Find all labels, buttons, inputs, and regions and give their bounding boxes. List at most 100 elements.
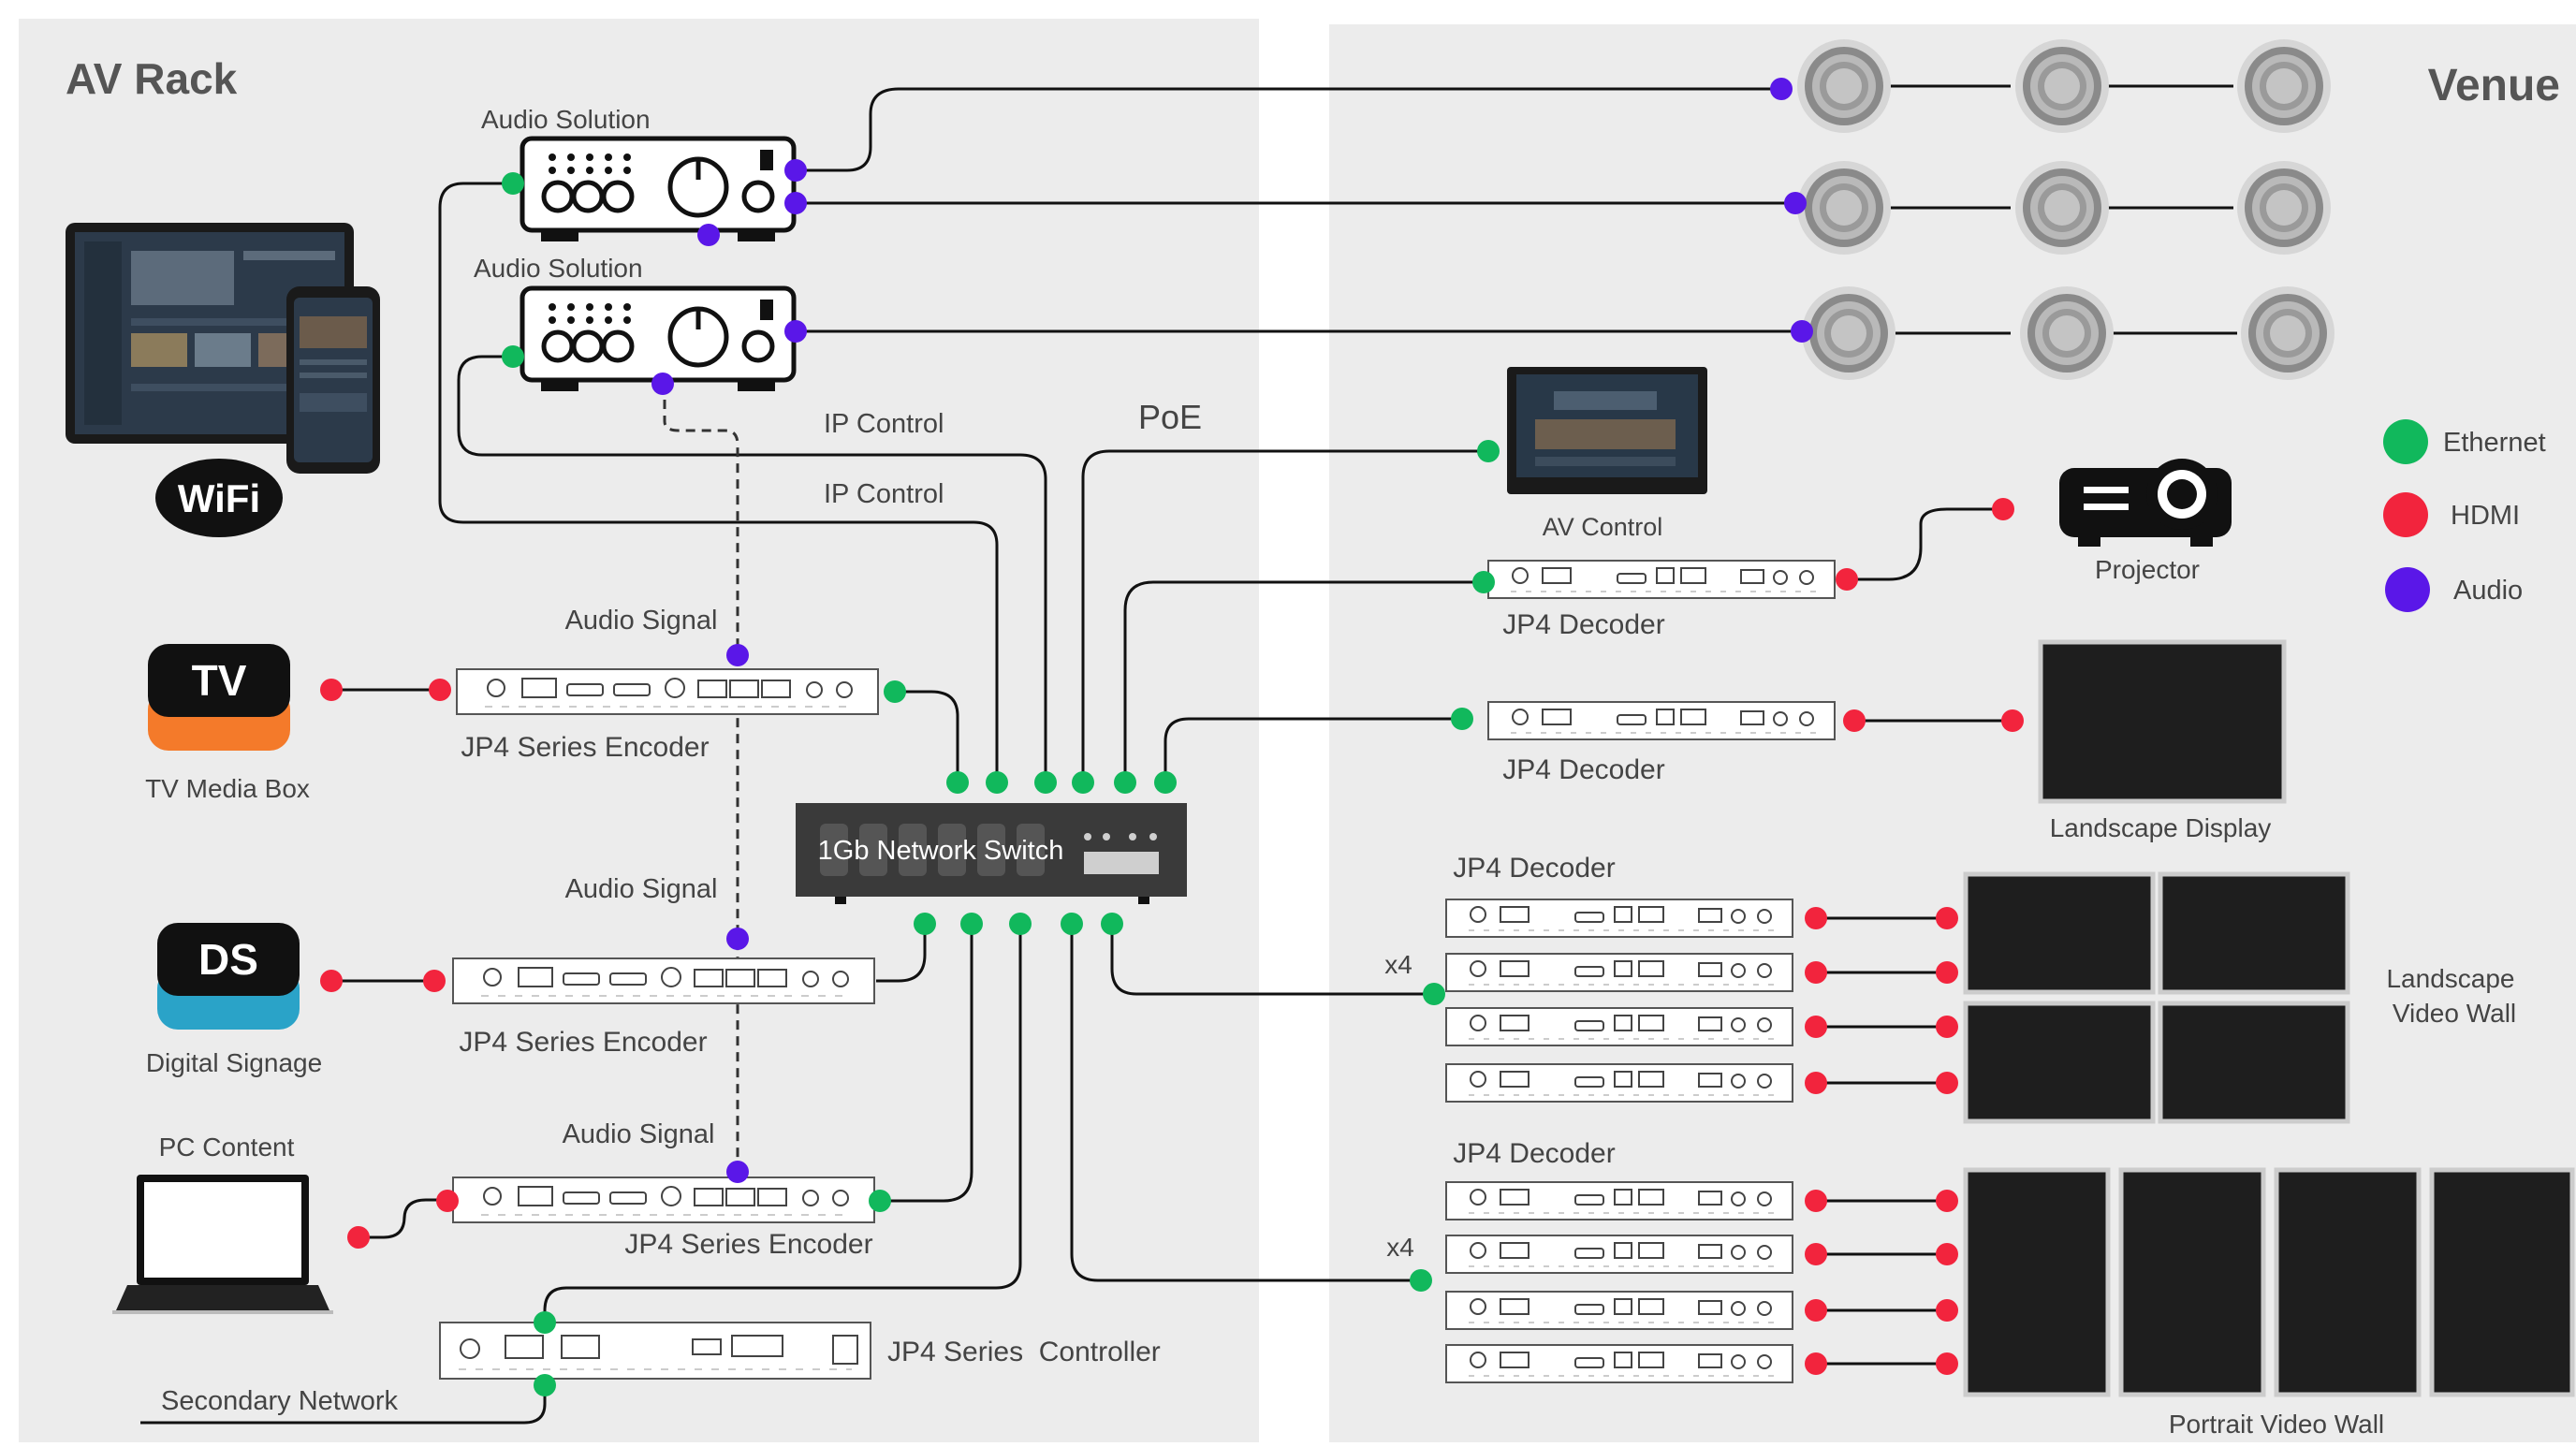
hdmi-connector-dot xyxy=(2001,709,2024,732)
jp4-decoder-1 xyxy=(1487,560,1836,599)
jp4-decoder-2 xyxy=(1487,701,1836,740)
jp4-decoder-2-label: JP4 Decoder xyxy=(1502,754,1664,785)
hdmi-connector-dot xyxy=(347,1226,370,1249)
hdmi-connector-dot xyxy=(1992,498,2014,520)
ip-control-label-2: IP Control xyxy=(824,479,944,509)
ethernet-connector-dot xyxy=(1009,913,1032,935)
audio-connector-dot xyxy=(726,644,749,666)
landscape-display xyxy=(2038,639,2287,804)
ethernet-connector-dot xyxy=(1472,571,1495,593)
ethernet-connector-dot xyxy=(502,345,524,368)
controller-label: JP4 Series Controller xyxy=(887,1337,1161,1367)
hdmi-connector-dot xyxy=(1936,907,1958,929)
jp4-encoder-2 xyxy=(452,957,875,1004)
encoder-3-label: JP4 Series Encoder xyxy=(624,1229,872,1260)
phone-icon xyxy=(286,286,380,474)
landscape-video-wall-label-2: Video Wall xyxy=(2393,999,2516,1028)
connector-dots xyxy=(320,78,2024,1396)
portrait-video-wall-label: Portrait Video Wall xyxy=(2169,1410,2384,1439)
hdmi-connector-dot xyxy=(436,1190,459,1212)
landscape-video-wall xyxy=(1963,871,2350,1124)
hdmi-connector-dot xyxy=(1805,1243,1827,1265)
legend-ethernet-swatch xyxy=(2383,419,2428,464)
hdmi-connector-dot xyxy=(423,970,446,992)
legend-hdmi-label: HDMI xyxy=(2451,501,2520,531)
hdmi-connector-dot xyxy=(1936,1190,1958,1212)
network-switch: 1Gb Network Switch xyxy=(796,803,1187,904)
audio-connector-dot xyxy=(784,192,807,214)
ethernet-connector-dot xyxy=(534,1311,556,1334)
audio-signal-label-3: Audio Signal xyxy=(563,1119,715,1149)
hdmi-connector-dot xyxy=(1936,1243,1958,1265)
svg-text:TV: TV xyxy=(192,656,247,705)
portrait-video-wall xyxy=(1963,1167,2575,1397)
laptop-icon xyxy=(112,1175,333,1314)
x4-label-1: x4 xyxy=(1384,950,1412,979)
ethernet-connector-dot xyxy=(986,771,1008,794)
encoder-1-label: JP4 Series Encoder xyxy=(461,732,709,763)
jp4-decoder-group-1-label: JP4 Decoder xyxy=(1453,853,1615,884)
projector-label: Projector xyxy=(2095,555,2200,584)
ethernet-connector-dot xyxy=(1072,771,1094,794)
hdmi-connector-dot xyxy=(1805,1190,1827,1212)
audio-connector-dot xyxy=(1784,192,1807,214)
speaker-icon xyxy=(1797,161,1891,255)
speaker-icon xyxy=(2237,39,2331,133)
ethernet-connector-dot xyxy=(1451,708,1473,730)
x4-label-2: x4 xyxy=(1386,1233,1414,1262)
audio-connector-dot xyxy=(784,159,807,182)
audio-connector-dot xyxy=(726,928,749,950)
encoder-2-label: JP4 Series Encoder xyxy=(459,1027,707,1058)
audio-connector-dot xyxy=(726,1161,749,1183)
jp4-decoder-group-2-label: JP4 Decoder xyxy=(1453,1138,1615,1169)
audio-connector-dot xyxy=(784,320,807,343)
pc-content-label: PC Content xyxy=(159,1133,295,1162)
speaker-icon xyxy=(2015,39,2109,133)
hdmi-connector-dot xyxy=(1936,1352,1958,1375)
ethernet-connector-dot xyxy=(502,172,524,195)
speaker-icon xyxy=(2241,286,2334,380)
svg-text:DS: DS xyxy=(198,935,258,984)
legend: Ethernet HDMI Audio xyxy=(2383,419,2546,612)
hdmi-connector-dot xyxy=(1805,907,1827,929)
hdmi-connector-dot xyxy=(1936,961,1958,984)
ethernet-connector-dot xyxy=(1034,771,1057,794)
jp4-decoder-1-label: JP4 Decoder xyxy=(1502,609,1664,640)
legend-audio-swatch xyxy=(2385,567,2430,612)
ip-control-label-1: IP Control xyxy=(824,409,944,439)
venue-title: Venue xyxy=(2428,61,2560,110)
ethernet-connector-dot xyxy=(1410,1269,1432,1292)
ethernet-connector-dot xyxy=(884,680,906,703)
tv-icon: TV xyxy=(148,644,290,751)
hdmi-connector-dot xyxy=(1843,709,1866,732)
speaker-icon xyxy=(2237,161,2331,255)
legend-hdmi-swatch xyxy=(2383,492,2428,537)
hdmi-connector-dot xyxy=(1805,1299,1827,1322)
hdmi-connector-dot xyxy=(1805,961,1827,984)
network-switch-label: 1Gb Network Switch xyxy=(818,836,1064,866)
ethernet-connector-dot xyxy=(1154,771,1177,794)
hdmi-connector-dot xyxy=(1836,568,1858,591)
av-rack-title: AV Rack xyxy=(66,54,238,103)
hdmi-connector-dot xyxy=(1805,1352,1827,1375)
hdmi-connector-dot xyxy=(1936,1016,1958,1038)
hdmi-connector-dot xyxy=(1805,1016,1827,1038)
audio-signal-chain xyxy=(663,384,739,1170)
poe-label: PoE xyxy=(1138,398,1202,436)
speaker-icon xyxy=(2015,161,2109,255)
digital-signage-label: Digital Signage xyxy=(146,1048,322,1077)
landscape-display-label: Landscape Display xyxy=(2050,813,2272,842)
audio-connector-dot xyxy=(1770,78,1793,100)
ds-icon: DS xyxy=(157,923,300,1030)
speaker-icon xyxy=(1797,39,1891,133)
ethernet-connector-dot xyxy=(869,1190,891,1212)
ethernet-connector-dot xyxy=(1114,771,1136,794)
hdmi-connector-dot xyxy=(1805,1072,1827,1094)
speaker-icon xyxy=(1802,286,1895,380)
jp4-encoder-3 xyxy=(452,1177,875,1223)
projector-icon xyxy=(2059,459,2232,547)
hdmi-connector-dot xyxy=(429,679,451,701)
tv-media-box-label: TV Media Box xyxy=(145,774,310,803)
hdmi-connector-dot xyxy=(1936,1299,1958,1322)
